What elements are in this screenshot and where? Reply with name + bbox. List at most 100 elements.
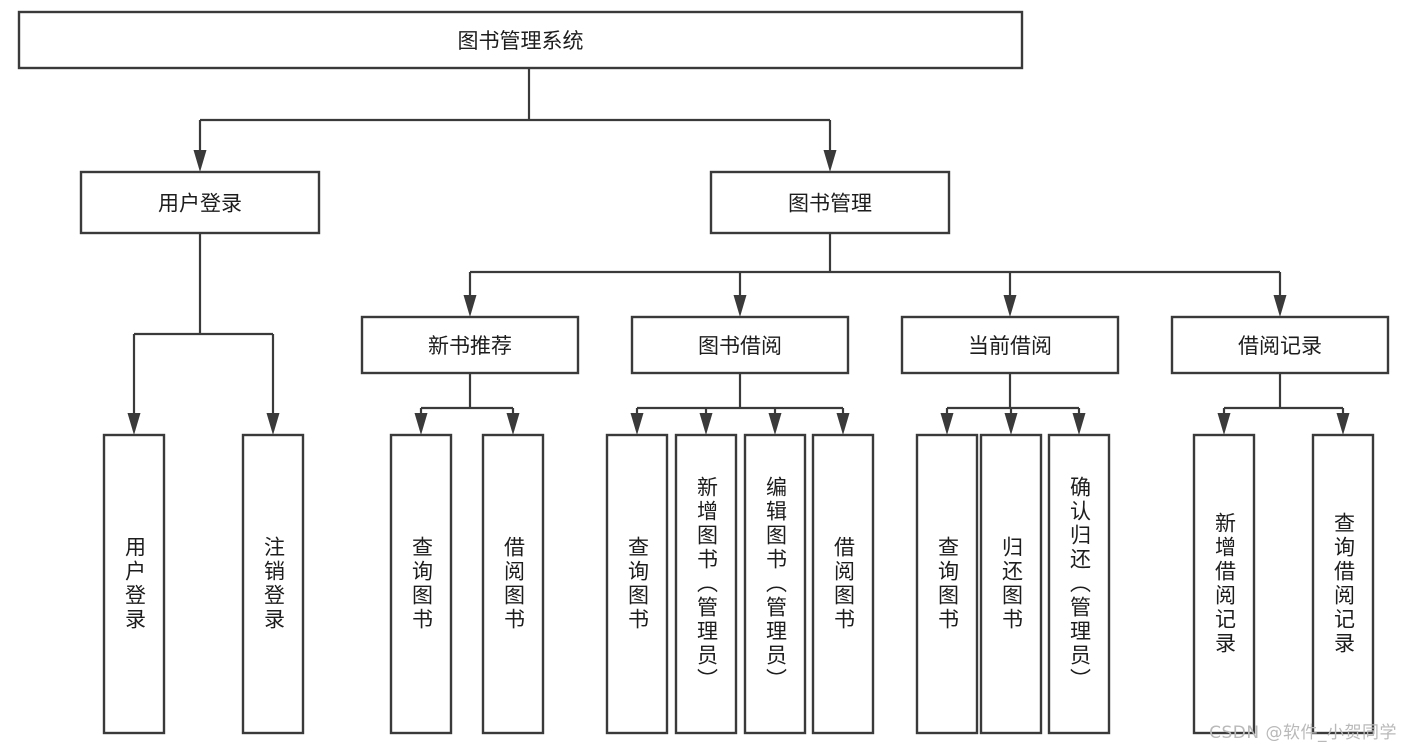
node-label: 用户登录 (122, 536, 147, 632)
arrow-head-icon (823, 150, 837, 172)
node-box[interactable] (79, 170, 321, 235)
node-box[interactable] (900, 315, 1120, 375)
node-l7[interactable]: 编辑图书（管理员） (743, 433, 807, 735)
node-l12[interactable]: 新增借阅记录 (1192, 433, 1256, 735)
node-l5[interactable]: 查询图书 (605, 433, 669, 735)
arrow-head-icon (768, 413, 782, 435)
arrow-head-icon (1336, 413, 1350, 435)
arrow-head-icon (630, 413, 644, 435)
node-label-wrap: 借阅图书 (501, 536, 526, 632)
node-label-wrap: 查询图书 (625, 536, 650, 632)
node-box[interactable] (915, 433, 979, 735)
node-box[interactable] (1170, 315, 1390, 375)
node-label-wrap: 编辑图书（管理员） (763, 476, 788, 692)
node-label-wrap: 注销登录 (261, 536, 286, 632)
node-root[interactable]: 图书管理系统 (17, 10, 1024, 70)
node-label: 查询借阅记录 (1331, 512, 1356, 656)
node-l4[interactable]: 借阅图书 (481, 433, 545, 735)
node-box[interactable] (17, 10, 1024, 70)
node-bookmgmt[interactable]: 图书管理 (709, 170, 951, 235)
node-box[interactable] (241, 433, 305, 735)
arrow-head-icon (733, 295, 747, 317)
node-label: 查询图书 (409, 536, 434, 632)
node-box[interactable] (605, 433, 669, 735)
node-label-wrap: 用户登录 (122, 536, 147, 632)
node-box[interactable] (743, 433, 807, 735)
node-l2[interactable]: 注销登录 (241, 433, 305, 735)
arrow-head-icon (193, 150, 207, 172)
node-label-wrap: 归还图书 (999, 536, 1024, 632)
node-label: 注销登录 (261, 536, 286, 632)
node-login[interactable]: 用户登录 (79, 170, 321, 235)
arrow-head-icon (699, 413, 713, 435)
node-label-wrap: 查询借阅记录 (1331, 512, 1356, 656)
node-l8[interactable]: 借阅图书 (811, 433, 875, 735)
connector-group-newbook (414, 373, 520, 435)
node-records[interactable]: 借阅记录 (1170, 315, 1390, 375)
connector-group-borrow (630, 373, 850, 435)
connector-group-records (1217, 373, 1350, 435)
node-label: 编辑图书（管理员） (763, 476, 788, 692)
node-l11[interactable]: 确认归还（管理员） (1047, 433, 1111, 735)
node-box[interactable] (1192, 433, 1256, 735)
node-l9[interactable]: 查询图书 (915, 433, 979, 735)
node-current[interactable]: 当前借阅 (900, 315, 1120, 375)
arrow-head-icon (1217, 413, 1231, 435)
arrow-head-icon (506, 413, 520, 435)
node-label-wrap: 借阅图书 (831, 536, 856, 632)
node-label: 确认归还（管理员） (1067, 476, 1092, 692)
node-label: 图书管理系统 (458, 29, 584, 53)
node-box[interactable] (709, 170, 951, 235)
node-l6[interactable]: 新增图书（管理员） (674, 433, 738, 735)
node-label-wrap: 确认归还（管理员） (1067, 476, 1092, 692)
node-box[interactable] (389, 433, 453, 735)
arrow-head-icon (1004, 413, 1018, 435)
node-label: 当前借阅 (968, 334, 1052, 358)
arrow-head-icon (127, 413, 141, 435)
arrow-head-icon (836, 413, 850, 435)
node-box[interactable] (1047, 433, 1111, 735)
connector-layer (127, 68, 1350, 435)
node-label: 图书管理 (788, 192, 872, 216)
node-label: 新增借阅记录 (1212, 512, 1237, 656)
node-box[interactable] (481, 433, 545, 735)
connector-group-login (127, 233, 280, 435)
node-box[interactable] (979, 433, 1043, 735)
node-newbook[interactable]: 新书推荐 (360, 315, 580, 375)
arrow-head-icon (1072, 413, 1086, 435)
node-label-wrap: 新增图书（管理员） (694, 476, 719, 692)
node-l1[interactable]: 用户登录 (102, 433, 166, 735)
node-l10[interactable]: 归还图书 (979, 433, 1043, 735)
node-l13[interactable]: 查询借阅记录 (1311, 433, 1375, 735)
arrow-head-icon (414, 413, 428, 435)
node-box[interactable] (811, 433, 875, 735)
node-box[interactable] (102, 433, 166, 735)
node-label: 借阅图书 (501, 536, 526, 632)
node-borrow[interactable]: 图书借阅 (630, 315, 850, 375)
node-box[interactable] (674, 433, 738, 735)
node-label: 查询图书 (625, 536, 650, 632)
node-label: 新书推荐 (428, 334, 512, 358)
node-box[interactable] (360, 315, 580, 375)
connector-group-root (193, 68, 837, 172)
node-l3[interactable]: 查询图书 (389, 433, 453, 735)
connector-group-current (940, 373, 1086, 435)
arrow-head-icon (266, 413, 280, 435)
node-box[interactable] (1311, 433, 1375, 735)
arrow-head-icon (940, 413, 954, 435)
arrow-head-icon (1003, 295, 1017, 317)
node-label-wrap: 新增借阅记录 (1212, 512, 1237, 656)
node-label: 图书借阅 (698, 334, 782, 358)
node-label: 查询图书 (935, 536, 960, 632)
connector-group-bookmgmt (463, 233, 1287, 317)
node-box[interactable] (630, 315, 850, 375)
node-label: 用户登录 (158, 192, 242, 216)
node-label: 借阅图书 (831, 536, 856, 632)
arrow-head-icon (1273, 295, 1287, 317)
arrow-head-icon (463, 295, 477, 317)
node-label: 归还图书 (999, 536, 1024, 632)
node-label: 新增图书（管理员） (694, 476, 719, 692)
node-layer: 图书管理系统用户登录图书管理新书推荐图书借阅当前借阅借阅记录用户登录注销登录查询… (17, 10, 1390, 735)
